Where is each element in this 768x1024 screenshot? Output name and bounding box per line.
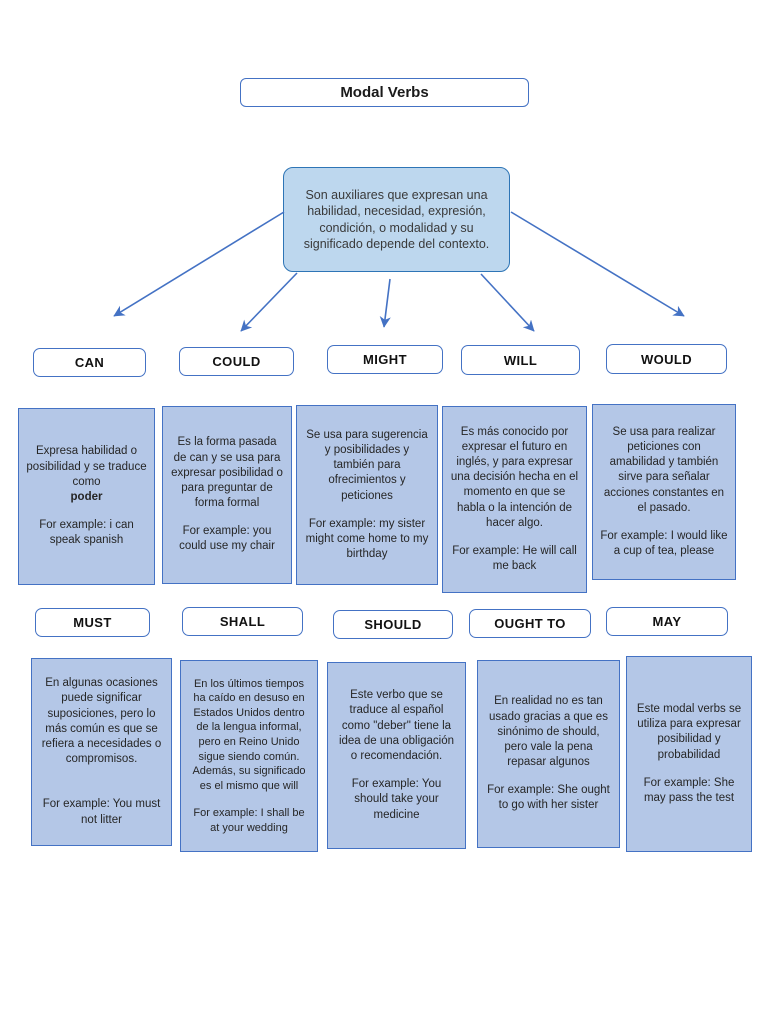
verb-example: For example: You should take your medici… xyxy=(351,778,442,821)
verb-description: Este verbo que se traduce al español com… xyxy=(338,689,455,762)
verb-card-must: En algunas ocasiones puede significar su… xyxy=(31,658,172,846)
verb-card-ought-to: En realidad no es tan usado gracias a qu… xyxy=(477,660,620,848)
verb-example: For example: I shall be at your wedding xyxy=(193,807,305,834)
verb-example: For example: i can speak spanish xyxy=(39,519,134,547)
verb-card-should: Este verbo que se traduce al español com… xyxy=(327,662,466,849)
arrow-to-could xyxy=(240,272,298,332)
verb-card-could: Es la forma pasada de can y se usa para … xyxy=(162,406,292,584)
verb-description: En realidad no es tan usado gracias a qu… xyxy=(489,695,608,769)
verb-description: En algunas ocasiones puede significar su… xyxy=(41,677,162,766)
verb-example: For example: You must not litter xyxy=(42,798,161,826)
arrow-to-will xyxy=(480,273,535,332)
verb-header-must: MUST xyxy=(35,608,150,637)
intro-definition-box: Son auxiliares que expresan una habilida… xyxy=(283,167,510,272)
verb-header-could: COULD xyxy=(179,347,294,376)
verb-header-would: WOULD xyxy=(606,344,727,374)
verb-example: For example: I would like a cup of tea, … xyxy=(600,529,728,558)
verb-example: For example: my sister might come home t… xyxy=(305,517,429,561)
verb-example: For example: He will call me back xyxy=(452,544,577,573)
verb-example: For example: you could use my chair xyxy=(179,525,275,553)
verb-description: Se usa para sugerencia y posibilidades y… xyxy=(306,428,428,502)
page-title: Modal Verbs xyxy=(240,78,529,107)
verb-example: For example: She may pass the test xyxy=(643,776,735,804)
verb-header-can: CAN xyxy=(33,348,146,377)
verb-header-should: SHOULD xyxy=(333,610,453,639)
verb-card-might: Se usa para sugerencia y posibilidades y… xyxy=(296,405,438,585)
arrow-to-can xyxy=(113,211,285,317)
verb-header-may: MAY xyxy=(606,607,728,636)
verb-description: Se usa para realizar peticiones con amab… xyxy=(603,425,725,514)
verb-description: En los últimos tiempos ha caído en desus… xyxy=(192,677,306,792)
verb-description: Este modal verbs se utiliza para expresa… xyxy=(636,702,742,761)
verb-description: Expresa habilidad o posibilidad y se tra… xyxy=(26,445,147,503)
verb-header-might: MIGHT xyxy=(327,345,443,374)
verb-header-will: WILL xyxy=(461,345,580,375)
verb-description: Es más conocido por expresar el futuro e… xyxy=(450,425,579,529)
verb-card-may: Este modal verbs se utiliza para expresa… xyxy=(626,656,752,852)
arrow-to-would xyxy=(510,211,685,317)
verb-card-will: Es más conocido por expresar el futuro e… xyxy=(442,406,587,593)
verb-header-shall: SHALL xyxy=(182,607,303,636)
bold-translation: poder xyxy=(70,491,103,503)
verb-description: Es la forma pasada de can y se usa para … xyxy=(171,436,283,510)
verb-header-ought-to: OUGHT TO xyxy=(469,609,591,638)
verb-card-can: Expresa habilidad o posibilidad y se tra… xyxy=(18,408,155,585)
arrow-to-might xyxy=(379,278,391,328)
verb-card-would: Se usa para realizar peticiones con amab… xyxy=(592,404,736,580)
verb-example: For example: She ought to go with her si… xyxy=(487,784,610,812)
verb-card-shall: En los últimos tiempos ha caído en desus… xyxy=(180,660,318,852)
